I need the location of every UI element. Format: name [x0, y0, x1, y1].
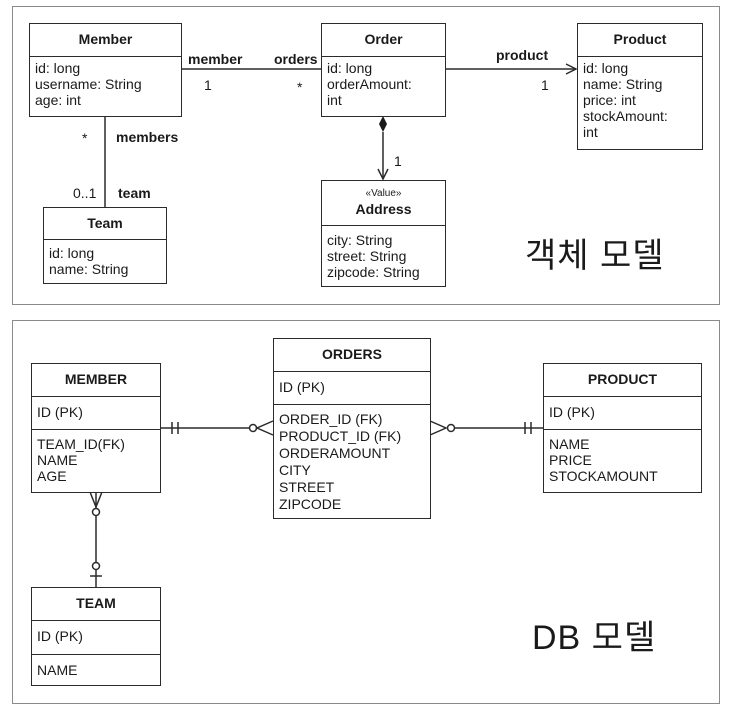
class-name: Member	[30, 24, 181, 57]
table-name: TEAM	[32, 588, 160, 621]
attribute: username: String	[35, 76, 142, 92]
class-name: Address	[355, 201, 412, 217]
column: ORDERAMOUNT	[279, 445, 391, 461]
column: PRODUCT_ID (FK)	[279, 428, 402, 444]
role-label-team: team	[118, 185, 151, 201]
column: ZIPCODE	[279, 496, 342, 512]
table-columns: NAME PRICE STOCKAMOUNT	[544, 429, 701, 484]
multiplicity-label: *	[82, 130, 88, 146]
column: ID (PK)	[279, 379, 325, 395]
table-columns: ORDER_ID (FK) PRODUCT_ID (FK) ORDERAMOUN…	[274, 404, 430, 513]
attribute: int	[583, 124, 598, 140]
attribute: name: String	[583, 76, 663, 92]
multiplicity-label: 0..1	[73, 185, 97, 201]
column: STOCKAMOUNT	[549, 468, 658, 484]
column: ID (PK)	[37, 404, 83, 420]
role-label-product: product	[496, 47, 549, 63]
column: PRICE	[549, 452, 592, 468]
attribute: id: long	[583, 60, 629, 76]
role-label-members: members	[116, 129, 179, 145]
class-name: Product	[578, 24, 702, 57]
class-product[interactable]: Product id: long name: String price: int…	[577, 23, 703, 150]
class-attributes: city: String street: String zipcode: Str…	[322, 226, 445, 280]
class-name: Team	[44, 208, 166, 240]
table-pk: ID (PK)	[544, 397, 701, 429]
attribute: id: long	[49, 245, 95, 261]
class-attributes: id: long username: String age: int	[30, 57, 181, 108]
attribute: zipcode: String	[327, 264, 420, 280]
attribute: city: String	[327, 232, 393, 248]
class-attributes: id: long orderAmount: int	[322, 57, 445, 108]
table-team[interactable]: TEAM ID (PK) NAME	[31, 587, 161, 686]
db-model-title: DB 모델	[532, 619, 657, 657]
column: NAME	[37, 662, 78, 678]
table-pk: ID (PK)	[32, 621, 160, 654]
column: ID (PK)	[37, 628, 83, 644]
table-columns: NAME	[32, 654, 160, 678]
class-name: Order	[322, 24, 445, 57]
column: STREET	[279, 479, 335, 495]
table-name: MEMBER	[32, 364, 160, 397]
column: NAME	[549, 436, 590, 452]
table-orders[interactable]: ORDERS ID (PK) ORDER_ID (FK) PRODUCT_ID …	[273, 338, 431, 519]
attribute: stockAmount:	[583, 108, 668, 124]
column: AGE	[37, 468, 67, 484]
table-product[interactable]: PRODUCT ID (PK) NAME PRICE STOCKAMOUNT	[543, 363, 702, 493]
attribute: price: int	[583, 92, 636, 108]
table-columns: TEAM_ID(FK) NAME AGE	[32, 429, 160, 484]
attribute: street: String	[327, 248, 407, 264]
column: CITY	[279, 462, 311, 478]
stereotype: «Value»	[365, 188, 402, 199]
table-member[interactable]: MEMBER ID (PK) TEAM_ID(FK) NAME AGE	[31, 363, 161, 493]
multiplicity-label: *	[297, 79, 303, 95]
class-name-block: «Value» Address	[322, 181, 445, 226]
role-label-orders: orders	[274, 51, 318, 67]
multiplicity-label: 1	[541, 77, 549, 93]
attribute: name: String	[49, 261, 129, 277]
attribute: int	[327, 92, 342, 108]
table-name: PRODUCT	[544, 364, 701, 397]
table-pk: ID (PK)	[274, 372, 430, 404]
column: ORDER_ID (FK)	[279, 411, 383, 427]
object-model-title: 객체 모델	[525, 237, 665, 275]
table-name: ORDERS	[274, 339, 430, 372]
class-attributes: id: long name: String	[44, 240, 166, 277]
column: ID (PK)	[549, 404, 595, 420]
table-pk: ID (PK)	[32, 397, 160, 429]
role-label-member: member	[188, 51, 243, 67]
class-order[interactable]: Order id: long orderAmount: int	[321, 23, 446, 117]
class-address[interactable]: «Value» Address city: String street: Str…	[321, 180, 446, 287]
class-team[interactable]: Team id: long name: String	[43, 207, 167, 284]
column: TEAM_ID(FK)	[37, 436, 125, 452]
class-attributes: id: long name: String price: int stockAm…	[578, 57, 702, 140]
attribute: id: long	[35, 60, 81, 76]
attribute: age: int	[35, 92, 81, 108]
attribute: orderAmount:	[327, 76, 412, 92]
attribute: id: long	[327, 60, 373, 76]
column: NAME	[37, 452, 78, 468]
multiplicity-label: 1	[204, 77, 212, 93]
class-member[interactable]: Member id: long username: String age: in…	[29, 23, 182, 117]
multiplicity-label: 1	[394, 153, 402, 169]
